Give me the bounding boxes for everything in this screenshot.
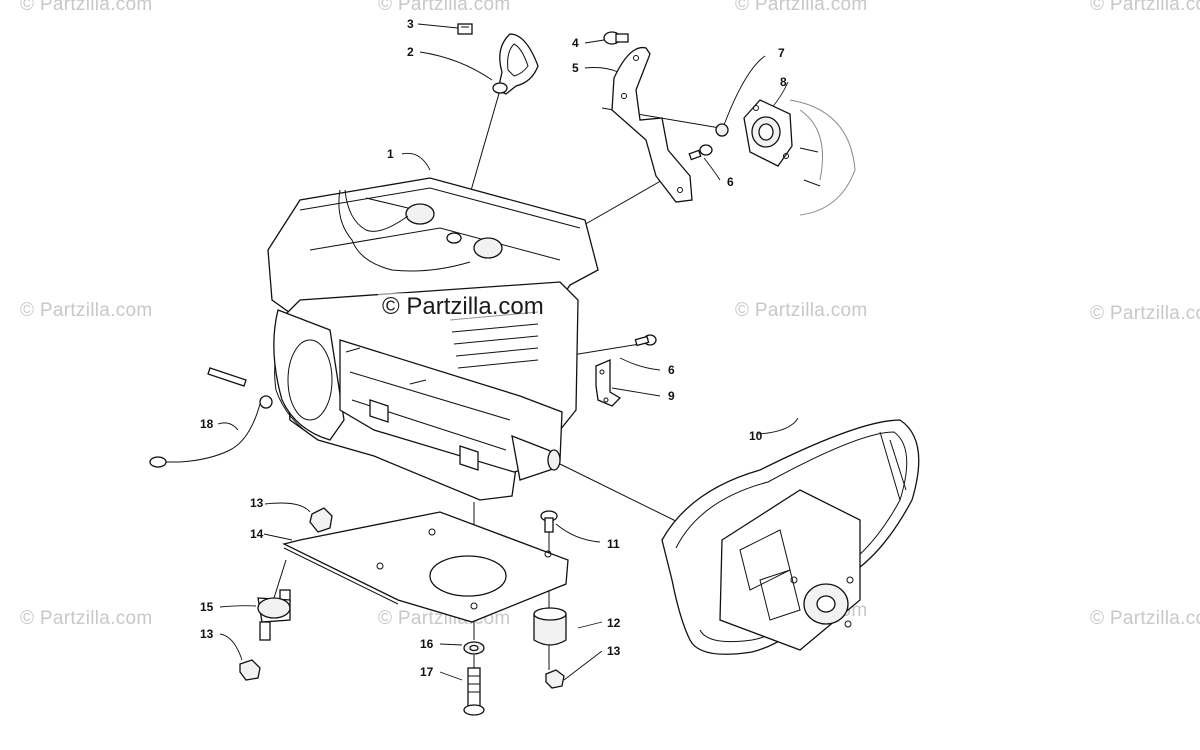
watermark-bottom-left: © Partzilla.com [20, 608, 153, 629]
callout-12: 12 [607, 616, 621, 630]
part-11-bolt [540, 510, 558, 533]
part-2-starter-handle [492, 33, 539, 95]
part-18-ground-cable [149, 367, 273, 468]
part-9-bracket-clip [595, 359, 622, 407]
part-4-bolt [603, 31, 629, 45]
watermark-mid-right: © Partzilla.com [735, 300, 868, 321]
callout-3: 3 [407, 17, 414, 31]
callout-7: 7 [778, 46, 785, 60]
callout-11: 11 [607, 537, 620, 551]
callout-17: 17 [420, 665, 434, 679]
callout-1: 1 [387, 147, 394, 161]
watermark-top-left: © Partzilla.com [20, 0, 153, 15]
part-8-bearing-flange [743, 99, 856, 216]
callout-16: 16 [420, 637, 434, 651]
watermark-bottom-right: © Partzilla.com [1090, 608, 1200, 629]
part-15-rubber-mount [257, 589, 291, 641]
callout-10: 10 [749, 429, 763, 443]
callout-6-lower: 6 [668, 363, 675, 377]
part-5-bracket [611, 46, 693, 203]
callout-8: 8 [780, 75, 787, 89]
part-16-washer [463, 641, 485, 655]
part-17-bolt [463, 667, 485, 716]
part-10-drive-belt-clutch [661, 419, 920, 655]
callout-13-lower-left: 13 [200, 627, 214, 641]
part-6-bolt-upper [688, 144, 713, 161]
callout-6-upper: 6 [727, 175, 734, 189]
part-13-nut-upper [309, 507, 333, 533]
part-12-rubber-mount [533, 607, 567, 646]
callout-9: 9 [668, 389, 675, 403]
watermark-center: © Partzilla.com [378, 293, 548, 321]
watermark-top-center-right: © Partzilla.com [735, 0, 868, 15]
callout-13-upper: 13 [250, 496, 264, 510]
callout-18: 18 [200, 417, 214, 431]
callout-15: 15 [200, 600, 214, 614]
callout-5: 5 [572, 61, 579, 75]
part-3-clip [457, 23, 473, 35]
part-6-bolt-lower [634, 334, 657, 347]
part-1-engine [267, 177, 599, 501]
part-13-nut-lower-right [545, 669, 565, 689]
callout-13-lower-right: 13 [607, 644, 621, 658]
callout-4: 4 [572, 36, 579, 50]
part-14-mount-plate [282, 511, 569, 623]
watermark-mid-left: © Partzilla.com [20, 300, 153, 321]
watermark-top-center-left: © Partzilla.com [378, 0, 511, 15]
watermark-mid-far-right: © Partzilla.com [1090, 303, 1200, 324]
callout-14: 14 [250, 527, 264, 541]
part-7-nut [715, 123, 729, 137]
callout-2: 2 [407, 45, 414, 59]
part-13-nut-lower-left [239, 659, 261, 681]
watermark-top-right: © Partzilla.com [1090, 0, 1200, 15]
